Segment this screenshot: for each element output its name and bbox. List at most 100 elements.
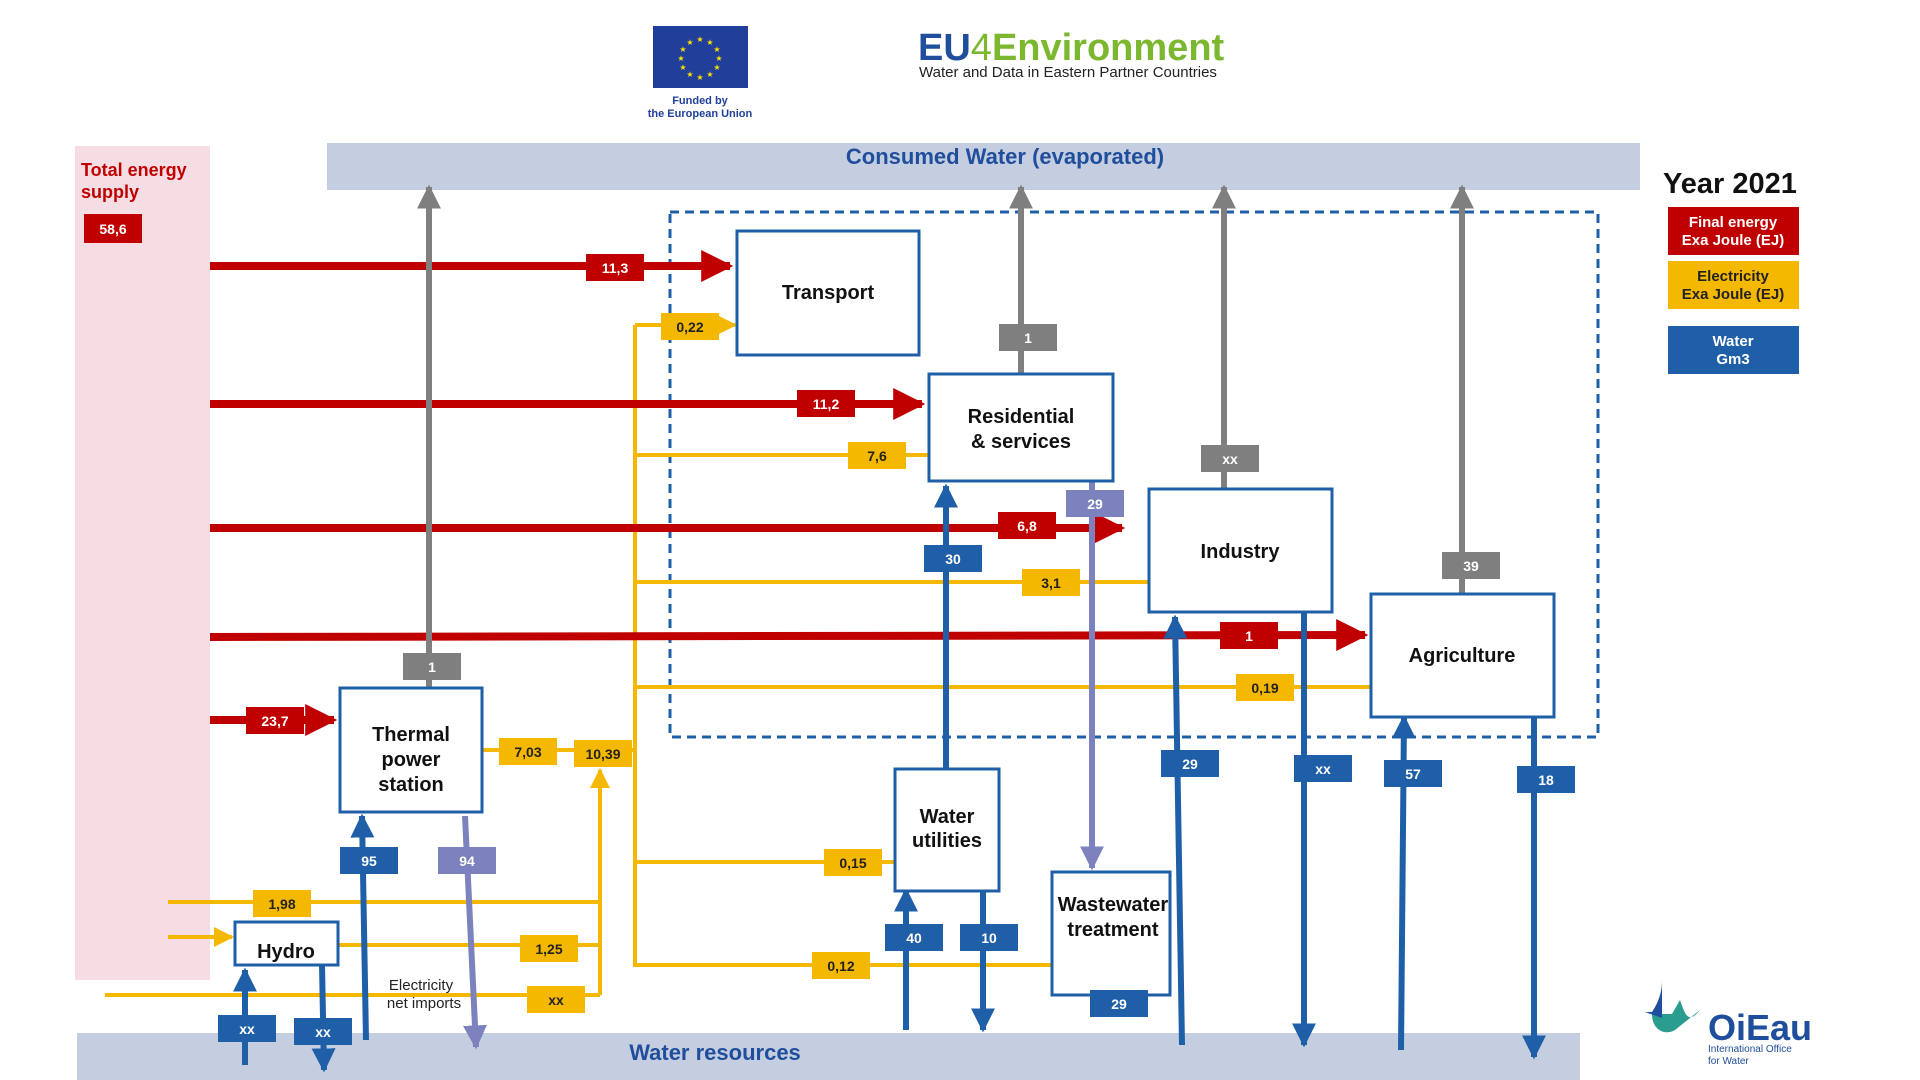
svg-text:6,8: 6,8	[1017, 518, 1037, 534]
thermal-label-line2: power	[382, 749, 441, 771]
svg-text:3,1: 3,1	[1041, 575, 1061, 591]
water-utilities-label-line1: Water	[920, 806, 975, 828]
badge-final-energy-industry: 6,8	[998, 512, 1056, 539]
hydro-box: Hydro	[233, 920, 340, 967]
legend-year: Year 2021	[1663, 168, 1797, 200]
badge-final-energy-residential: 11,2	[797, 390, 855, 417]
legend-electricity: Electricity Exa Joule (EJ)	[1668, 261, 1799, 309]
badge-final-energy-agriculture: 1	[1220, 622, 1278, 649]
oieau-logo: OiEau International Office for Water	[1645, 980, 1812, 1067]
water-resources-label: Water resources	[629, 1040, 801, 1065]
end-use-sectors-boundary	[668, 210, 1600, 739]
agriculture-box: Agriculture	[1369, 592, 1556, 719]
residential-label-line1: Residential	[968, 406, 1075, 428]
svg-text:xx: xx	[1222, 451, 1238, 467]
badge-electricity-transport: 0,22	[661, 313, 719, 340]
water-utilities-box: Water utilities	[893, 767, 1001, 893]
wastewater-label-line1: Wastewater	[1058, 894, 1169, 916]
badge-final-energy-thermal: 23,7	[246, 707, 304, 734]
badge-water-utilities-in: 40	[885, 924, 943, 951]
badge-electricity-residential: 7,6	[848, 442, 906, 469]
badge-water-agriculture-out: 18	[1517, 766, 1575, 793]
svg-text:xx: xx	[548, 992, 564, 1008]
brand-subtitle: Water and Data in Eastern Partner Countr…	[919, 64, 1217, 81]
svg-text:10: 10	[981, 930, 997, 946]
svg-text:1: 1	[1245, 628, 1253, 644]
svg-text:0,15: 0,15	[839, 855, 866, 871]
badge-consumed-agriculture: 39	[1442, 552, 1500, 579]
svg-text:★: ★	[679, 45, 686, 54]
eu-flag-logo: ★★★★ ★★★★ ★★★★	[653, 26, 748, 88]
eu-caption-line1: Funded by	[672, 95, 728, 107]
svg-text:0,19: 0,19	[1251, 680, 1278, 696]
eu-caption-line2: the European Union	[648, 108, 753, 120]
badge-supply-total: 58,6	[84, 214, 142, 243]
svg-text:40: 40	[906, 930, 922, 946]
svg-text:29: 29	[1111, 996, 1127, 1012]
badge-electricity-industry: 3,1	[1022, 569, 1080, 596]
brand-title: EU4Environment	[918, 27, 1225, 69]
badge-electricity-hydro-out: 1,25	[520, 935, 578, 962]
industry-label: Industry	[1201, 541, 1281, 563]
badge-water-agriculture-in: 57	[1384, 760, 1442, 787]
badge-electricity-water-utilities: 0,15	[824, 849, 882, 876]
brand-prefix: EU	[918, 27, 971, 69]
thermal-power-station-box: Thermal power station	[338, 686, 484, 814]
transport-box: Transport	[735, 229, 921, 357]
svg-text:1: 1	[428, 659, 436, 675]
svg-text:95: 95	[361, 853, 377, 869]
wastewater-treatment-box: Wastewater treatment	[1050, 870, 1172, 997]
svg-text:Exa Joule (EJ): Exa Joule (EJ)	[1682, 232, 1785, 249]
brand-suffix: Environment	[992, 27, 1225, 69]
badge-electricity-agriculture: 0,19	[1236, 674, 1294, 701]
badge-electricity-other-in: 1,98	[253, 890, 311, 917]
supply-label-line1: Total energy	[81, 160, 187, 180]
thermal-label-line3: station	[378, 774, 444, 796]
residential-label-line2: & services	[971, 431, 1071, 453]
svg-text:39: 39	[1463, 558, 1479, 574]
svg-text:★: ★	[696, 35, 703, 44]
svg-text:★: ★	[679, 63, 686, 72]
thermal-label-line1: Thermal	[372, 724, 450, 746]
badge-consumed-industry: xx	[1201, 445, 1259, 472]
badge-water-hydro-out: xx	[294, 1018, 352, 1045]
wastewater-label-line2: treatment	[1067, 919, 1158, 941]
badge-water-industry-in: 29	[1161, 750, 1219, 777]
badge-electricity-thermal-out: 7,03	[499, 738, 557, 765]
residential-services-box: Residential & services	[927, 372, 1115, 483]
net-imports-label-line1: Electricity	[389, 977, 454, 994]
badge-final-energy-transport: 11,3	[586, 254, 644, 281]
svg-text:57: 57	[1405, 766, 1421, 782]
svg-text:11,3: 11,3	[602, 260, 629, 276]
svg-text:10,39: 10,39	[585, 746, 620, 762]
total-energy-supply-panel	[75, 146, 210, 980]
badge-water-utilities-out: 10	[960, 924, 1018, 951]
svg-text:Water: Water	[1712, 333, 1753, 350]
svg-text:★: ★	[696, 73, 703, 82]
badge-water-thermal-in: 95	[340, 847, 398, 874]
svg-text:Electricity: Electricity	[1697, 268, 1769, 285]
oieau-line2: for Water	[1708, 1056, 1749, 1067]
brand-digit: 4	[971, 27, 992, 69]
water-return-flow-lines	[462, 481, 1104, 1050]
badge-consumed-thermal: 1	[403, 653, 461, 680]
transport-label: Transport	[782, 282, 875, 304]
svg-text:0,22: 0,22	[676, 319, 703, 335]
badge-water-wastewater-out: 29	[1090, 990, 1148, 1017]
consumed-water-band	[327, 143, 1640, 190]
legend-water: Water Gm3	[1668, 326, 1799, 374]
svg-text:★: ★	[713, 63, 720, 72]
badge-water-thermal-out: 94	[438, 847, 496, 874]
oieau-name: OiEau	[1708, 1007, 1812, 1048]
svg-text:1,25: 1,25	[535, 941, 562, 957]
industry-box: Industry	[1147, 487, 1334, 614]
hydro-label: Hydro	[257, 941, 315, 963]
badge-water-industry-out: xx	[1294, 755, 1352, 782]
supply-label-line2: supply	[81, 182, 139, 202]
svg-text:★: ★	[715, 54, 722, 63]
svg-text:★: ★	[677, 54, 684, 63]
svg-text:Exa Joule (EJ): Exa Joule (EJ)	[1682, 286, 1785, 303]
agriculture-label: Agriculture	[1409, 645, 1516, 667]
svg-text:xx: xx	[239, 1021, 255, 1037]
